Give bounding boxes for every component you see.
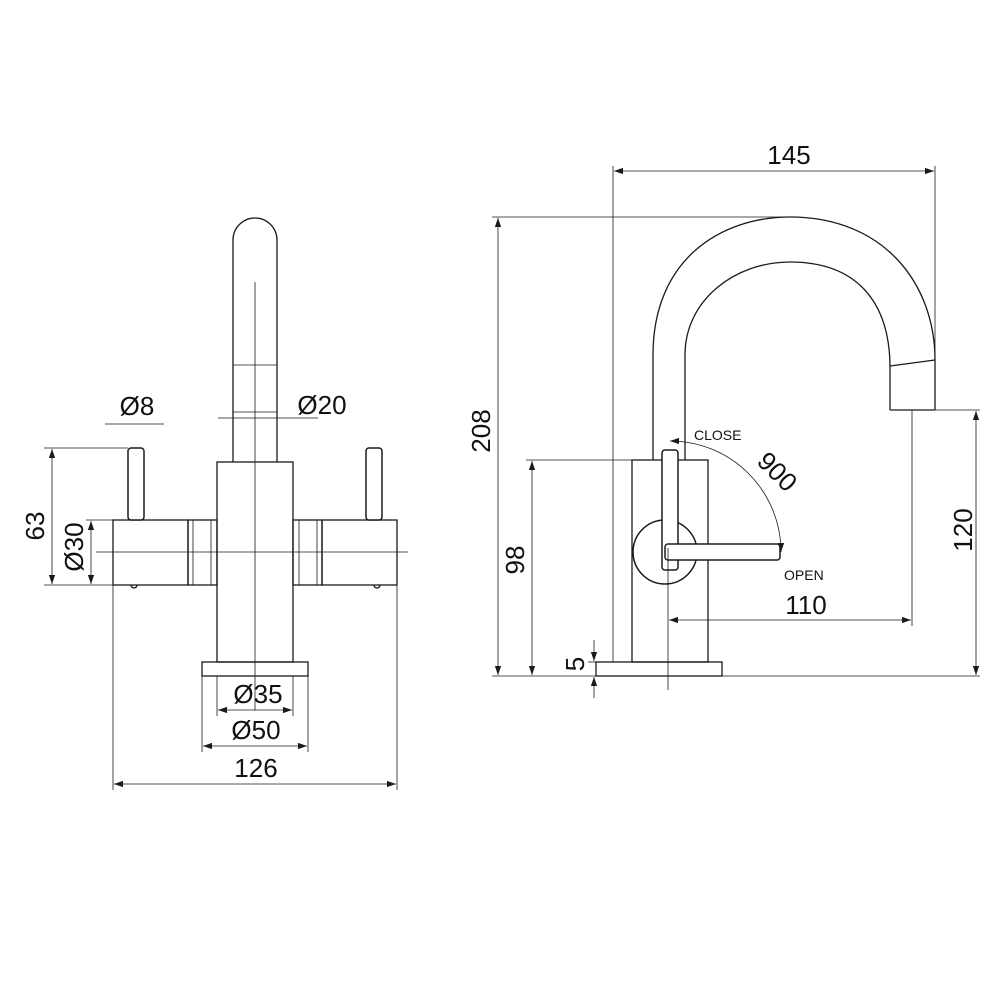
front-right-cylinder <box>321 519 398 586</box>
label-open: OPEN <box>784 567 824 583</box>
front-right-cap <box>292 519 323 586</box>
dim-base-outer-diameter: Ø50 <box>231 715 280 745</box>
front-right-lever <box>365 447 383 521</box>
dim-spout-height-120: 120 <box>948 508 978 551</box>
dim-base-inner-diameter: Ø35 <box>233 679 282 709</box>
front-left-lever <box>127 447 145 521</box>
label-close: CLOSE <box>694 427 741 443</box>
dim-rotation-angle: 900 <box>751 446 803 498</box>
side-spout-inner <box>684 261 891 460</box>
side-view: 145 208 98 5 120 110 CLOSE 900 OPEN <box>466 140 980 698</box>
front-left-cap <box>187 519 218 586</box>
dim-height-208: 208 <box>466 409 496 452</box>
dim-height-63: 63 <box>20 512 50 541</box>
dim-body-diameter: Ø30 <box>59 522 89 571</box>
dim-lever-diameter: Ø8 <box>120 391 155 421</box>
dim-reach-145: 145 <box>767 140 810 170</box>
rotation-arc <box>669 437 785 553</box>
front-spout <box>232 217 278 462</box>
front-left-cylinder <box>112 519 189 586</box>
dim-overall-width: 126 <box>234 753 277 783</box>
side-lever-open <box>664 543 781 561</box>
side-base-plate <box>595 661 723 677</box>
dim-spout-diameter: Ø20 <box>297 390 346 420</box>
side-spout-outer <box>652 216 936 460</box>
dim-height-98: 98 <box>500 546 530 575</box>
side-spout-aerator <box>889 359 936 367</box>
front-view: Ø8 Ø20 63 Ø30 Ø35 Ø50 126 <box>20 217 408 790</box>
dim-reach-110: 110 <box>785 590 826 620</box>
dim-base-5: 5 <box>560 657 590 671</box>
